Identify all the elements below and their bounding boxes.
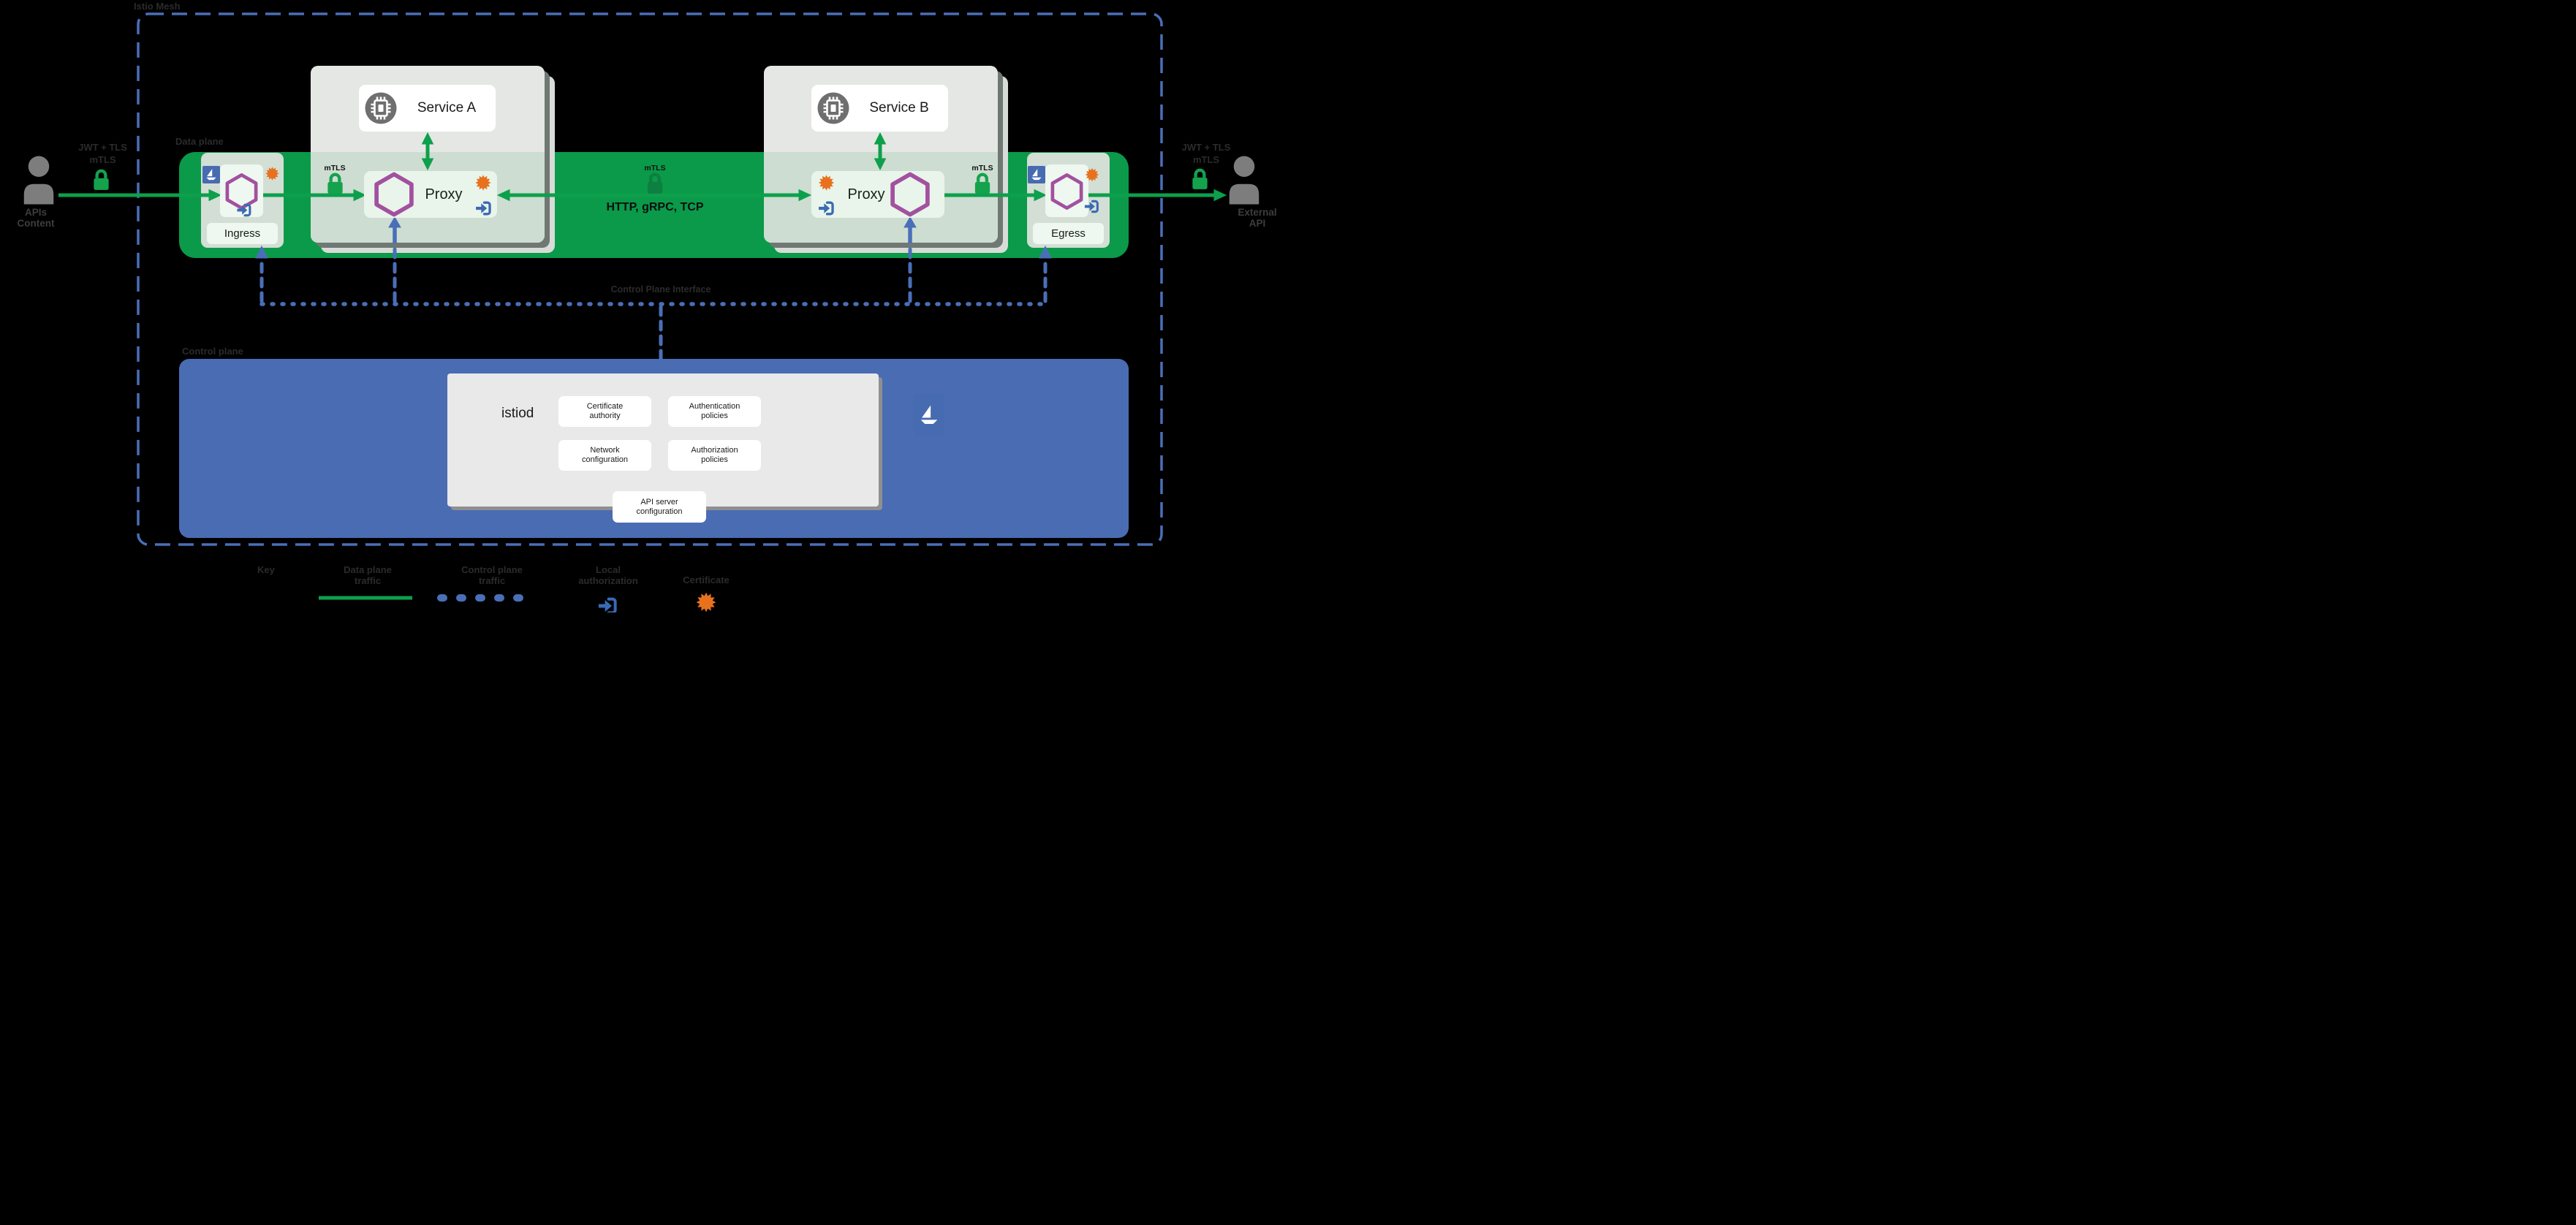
legend-certificate-icon	[696, 592, 716, 612]
control-plane-interface-label: Control Plane Interface	[610, 284, 711, 295]
left-jwt-tls-lock-icon	[94, 171, 108, 190]
certificate-authority-box: Certificate authority	[558, 396, 651, 427]
service-a-chip-icon	[365, 92, 397, 124]
egress-label-pill: Egress	[1033, 223, 1104, 244]
istio-logo-icon	[914, 394, 944, 436]
ingress-proxy-square	[220, 164, 263, 217]
right-jwt-tls-line1: JWT + TLS	[1181, 142, 1231, 153]
egress-proxy-square	[1045, 164, 1088, 217]
apis-content-person-icon	[23, 156, 54, 205]
data-plane-zone-label: Data plane	[175, 136, 224, 147]
mesh-mtls-label: mTLS	[644, 164, 666, 172]
left-jwt-tls-label: JWT + TLS mTLS	[55, 141, 151, 166]
right-jwt-tls-line2: mTLS	[1192, 154, 1220, 165]
ingress-mtls-label: mTLS	[324, 164, 346, 172]
istio-architecture-diagram: istiod Certificate authority Authenticat…	[0, 0, 1288, 612]
istiod-box: istiod Certificate authority Authenticat…	[447, 373, 944, 523]
proxy-b-label: Proxy	[847, 186, 885, 202]
service-a-labelbox: Service A	[359, 85, 496, 132]
control-plane-zone-label: Control plane	[182, 346, 243, 357]
proxy-a-box: Proxy	[364, 171, 497, 218]
ingress-label-pill: Ingress	[207, 223, 278, 244]
authentication-policies-box: Authentication policies	[668, 396, 761, 427]
istiod-title: istiod	[501, 406, 534, 421]
apis-content-label: APIs Content	[17, 207, 55, 229]
left-jwt-tls-line2: mTLS	[89, 154, 116, 165]
right-jwt-tls-label: JWT + TLS mTLS	[1159, 141, 1254, 166]
istio-mesh-title: Istio Mesh	[134, 1, 181, 12]
protocols-label: HTTP, gRPC, TCP	[606, 201, 704, 213]
service-b-chip-icon	[817, 92, 849, 124]
legend-key-label: Key	[257, 564, 275, 575]
proxy-b-box: Proxy	[811, 171, 944, 218]
legend-item-certificate: Certificate	[683, 574, 730, 585]
service-a-name: Service A	[417, 100, 477, 115]
egress-mtls-label: mTLS	[971, 164, 993, 172]
ingress-istio-logo-icon	[202, 166, 220, 183]
legend-item-local-authorization: Local authorization	[578, 564, 638, 586]
network-configuration-box: Network configuration	[558, 440, 651, 471]
egress-istio-logo-icon	[1028, 166, 1045, 183]
authorization-policies-box: Authorization policies	[668, 440, 761, 471]
external-api-label: External API	[1238, 207, 1277, 229]
api-server-configuration-box: API server configuration	[613, 491, 706, 523]
legend-item-data-plane-traffic: Data plane traffic	[344, 564, 392, 586]
left-jwt-tls-line1: JWT + TLS	[78, 142, 127, 153]
legend-item-control-plane-traffic: Control plane traffic	[461, 564, 523, 586]
service-b-name: Service B	[869, 100, 929, 115]
service-b-labelbox: Service B	[811, 85, 948, 132]
proxy-a-label: Proxy	[425, 186, 463, 202]
legend-local-authorization-icon	[597, 597, 617, 612]
right-jwt-tls-lock-icon	[1192, 170, 1207, 189]
